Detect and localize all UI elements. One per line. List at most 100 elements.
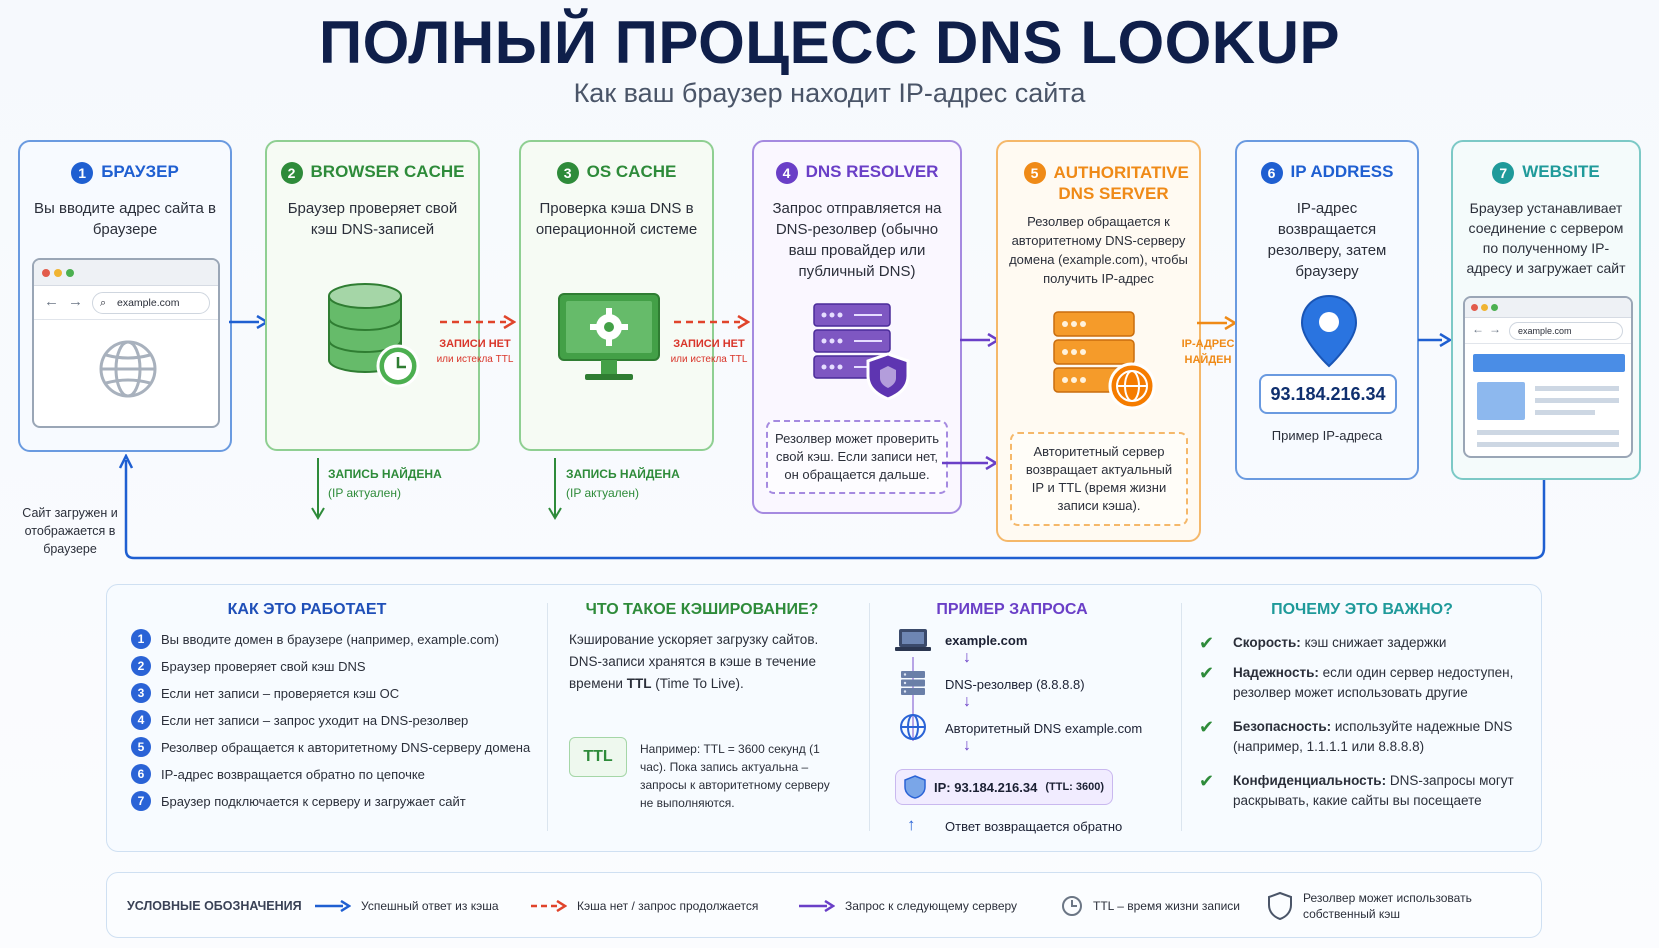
laptop-icon [895, 629, 931, 651]
example-title: ПРИМЕР ЗАПРОСА [936, 601, 1088, 618]
legend: УСЛОВНЫЕ ОБОЗНАЧЕНИЯ Успешный ответ из к… [106, 872, 1542, 938]
server-globe-icon [1053, 311, 1156, 410]
step-card-dns-resolver: 4 DNS RESOLVER Запрос отправляется на DN… [752, 140, 962, 514]
step-description: Резолвер обращается к авторитетному DNS-… [1009, 214, 1188, 286]
found-arrow-down [311, 458, 325, 520]
check-icon: ✔ [1199, 771, 1215, 791]
example-down-arrow: ↓ [963, 737, 971, 754]
site-loaded-label: Сайт загружен и отображается в браузере [22, 506, 118, 556]
globe-icon [99, 340, 157, 398]
return-loop-arrow [118, 454, 1546, 560]
why-item: ✔Надежность: если один сервер недоступен… [1199, 663, 1514, 700]
legend-red-label: Кэша нет / запрос продолжается [577, 899, 759, 913]
window-dot-icon [54, 269, 62, 277]
step-number-badge: 7 [1492, 162, 1515, 184]
example-footer: Ответ возвращается обратно [945, 819, 1123, 834]
search-icon: ⌕ [100, 297, 107, 309]
server-icon [901, 671, 925, 695]
ip-caption: Пример IP-адреса [1271, 428, 1383, 443]
why-item: ✔Безопасность: используйте надежные DNS … [1199, 717, 1513, 754]
dashed-arrow-cache-miss [440, 315, 516, 329]
step-title: БРАУЗЕР [101, 162, 179, 181]
page-text-line [1535, 410, 1595, 415]
back-arrow-icon: ← [44, 293, 59, 310]
ip-found-label: IP-АДРЕС НАЙДЕН [1181, 338, 1235, 366]
page-subtitle: Как ваш браузер находит IP-адрес сайта [573, 78, 1086, 108]
legend-red-dashed-arrow [531, 900, 567, 912]
found-arrow-down [548, 458, 562, 520]
page-title: ПОЛНЫЙ ПРОЦЕСС DNS LOOKUP [319, 9, 1340, 76]
browser-window-illustration: ← → ⌕ example.com [32, 258, 220, 428]
example-connector [912, 657, 914, 741]
how-it-works-title: КАК ЭТО РАБОТАЕТ [227, 601, 387, 618]
ttl-badge: TTL [569, 737, 627, 777]
computer-settings-icon [558, 293, 660, 380]
legend-blue-label: Успешный ответ из кэша [361, 899, 499, 913]
window-dot-icon [1491, 304, 1498, 311]
legend-shield-label: Резолвер может использовать собственный … [1303, 891, 1472, 921]
server-shield-icon [813, 303, 910, 400]
step-number-badge: 2 [280, 162, 303, 184]
step-description: IP-адрес возвращается резолверу, затем б… [1267, 200, 1387, 280]
arrow-ip-found [1197, 316, 1237, 330]
authoritative-note: Авторитетный сервер возвращает актуальны… [1010, 432, 1188, 526]
page-text-line [1477, 442, 1619, 447]
step-card-authoritative-dns: 5 AUTHORITATIVE DNS SERVER Резолвер обра… [996, 140, 1201, 542]
step-card-website: 7 WEBSITE Браузер устанавливает соединен… [1451, 140, 1641, 480]
example-result-box: IP: 93.184.216.34 (TTL: 3600) [895, 769, 1113, 805]
step-number-badge: 3 [556, 162, 579, 184]
address-bar-url: example.com [117, 297, 180, 309]
step-title: IP ADDRESS [1290, 162, 1394, 181]
os-miss-label: ЗАПИСИ НЕТ или истекла TTL [670, 338, 748, 365]
cache-miss-label: ЗАПИСИ НЕТ или истекла TTL [436, 338, 514, 365]
website-window-illustration: ← → example.com [1463, 296, 1633, 458]
back-arrow-icon: ← [1472, 322, 1484, 336]
legend-purple-arrow [799, 900, 835, 912]
window-dot-icon [66, 269, 74, 277]
record-found-label: ЗАПИСЬ НАЙДЕНА (IP актуален) [566, 467, 680, 500]
step-card-ip-address: 6 IP ADDRESS IP-адрес возвращается резол… [1235, 140, 1419, 480]
step-title: OS CACHE [586, 162, 677, 181]
legend-purple-label: Запрос к следующему серверу [845, 899, 1018, 913]
address-bar: example.com [1509, 322, 1623, 340]
check-icon: ✔ [1199, 663, 1215, 683]
step-title: BROWSER CACHE [310, 162, 465, 181]
dashed-arrow-os-miss [674, 315, 750, 329]
resolver-note: Резолвер может проверить свой кэш. Если … [766, 420, 948, 494]
example-down-arrow: ↓ [963, 693, 971, 710]
why-item: ✔Скорость: кэш снижает задержки [1199, 633, 1447, 653]
caching-title: ЧТО ТАКОЕ КЭШИРОВАНИЕ? [585, 601, 819, 618]
page-text-line [1535, 386, 1619, 391]
page-text-line [1477, 430, 1619, 435]
ttl-note: Например: TTL = 3600 секунд (1 час). Пок… [640, 742, 830, 810]
check-icon: ✔ [1199, 633, 1215, 653]
step-title: DNS RESOLVER [805, 162, 939, 181]
step-number-badge: 1 [71, 162, 94, 184]
clock-icon [1062, 896, 1082, 916]
step-description: Браузер устанавливает соединение с серве… [1466, 200, 1626, 276]
page-image-block [1477, 382, 1525, 420]
address-bar: ⌕ example.com [92, 292, 210, 314]
step-card-browser-cache: 2 BROWSER CACHE Браузер проверяет свой к… [265, 140, 480, 451]
record-found-label: ЗАПИСЬ НАЙДЕНА (IP актуален) [328, 467, 442, 500]
purple-arrow-to-authoritative [960, 333, 1000, 347]
globe-icon [900, 714, 926, 740]
why-item: ✔Конфиденциальность: DNS-запросы могут р… [1199, 771, 1514, 808]
step-description: Вы вводите адрес сайта в браузере [34, 200, 216, 238]
step-card-browser: 1 БРАУЗЕР Вы вводите адрес сайта в брауз… [18, 140, 232, 452]
legend-title: УСЛОВНЫЕ ОБОЗНАЧЕНИЯ [127, 899, 302, 913]
step-number-badge: 5 [1023, 162, 1046, 184]
legend-clock-label: TTL – время жизни записи [1093, 899, 1241, 913]
step-title: WEBSITE [1522, 162, 1600, 181]
step-description: Проверка кэша DNS в операционной системе [535, 200, 698, 238]
check-icon: ✔ [1199, 717, 1215, 737]
step-description: Запрос отправляется на DNS-резолвер (обы… [772, 200, 942, 280]
page-header-block [1473, 354, 1625, 372]
step-number-badge: 4 [775, 162, 798, 184]
